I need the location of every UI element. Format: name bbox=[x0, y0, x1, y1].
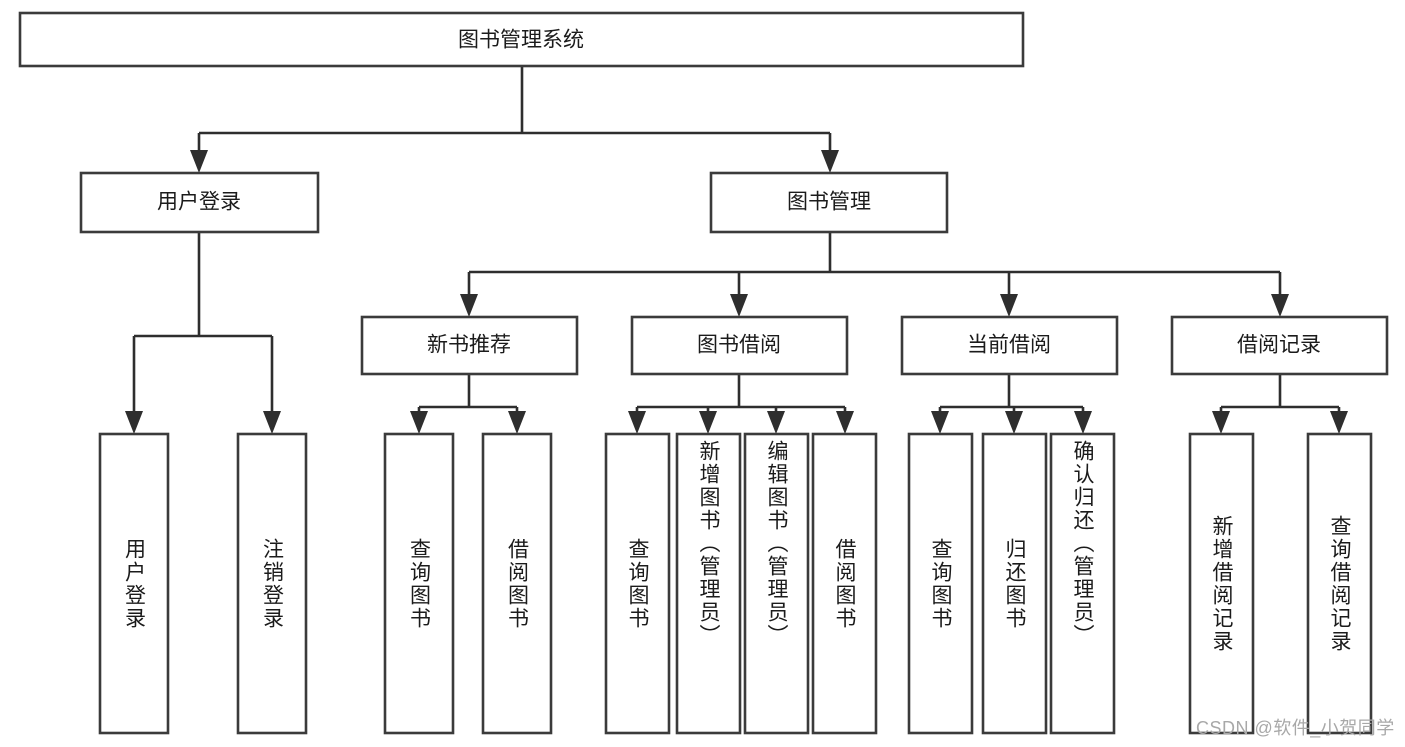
node-label-new-book-recommend: 新书推荐 bbox=[427, 334, 511, 357]
node-box-leaf-confirm-return[interactable] bbox=[1049, 432, 1116, 735]
node-box-root[interactable] bbox=[18, 11, 1025, 68]
node-label-leaf-query-book-borrow: 查询图书 bbox=[626, 537, 649, 630]
arrow-head-current-borrow bbox=[1000, 294, 1018, 317]
node-label-leaf-return-book: 归还图书 bbox=[1003, 537, 1026, 630]
vlabel-wrap-leaf-add-book: 新增图书（管理员） bbox=[677, 440, 740, 727]
arrow-head-leaf-query-book-borrow bbox=[628, 411, 646, 434]
node-label-leaf-add-record: 新增借阅记录 bbox=[1210, 514, 1233, 653]
arrow-head-leaf-add-book bbox=[699, 411, 717, 434]
arrow-head-leaf-query-book-new bbox=[410, 411, 428, 434]
node-label-borrow-record: 借阅记录 bbox=[1237, 334, 1321, 357]
node-box-borrow-record[interactable] bbox=[1170, 315, 1389, 376]
node-label-book-management: 图书管理 bbox=[787, 191, 871, 214]
node-label-leaf-query-record: 查询借阅记录 bbox=[1328, 514, 1351, 653]
node-box-book-borrow[interactable] bbox=[630, 315, 849, 376]
node-box-leaf-add-book[interactable] bbox=[675, 432, 742, 735]
node-box-leaf-logout[interactable] bbox=[236, 432, 308, 735]
node-box-leaf-query-record[interactable] bbox=[1306, 432, 1373, 735]
vlabel-wrap-leaf-query-record: 查询借阅记录 bbox=[1308, 434, 1371, 733]
node-box-book-management[interactable] bbox=[709, 171, 949, 234]
node-box-leaf-borrow-book-new[interactable] bbox=[481, 432, 553, 735]
connector-group-new-book-recommend bbox=[410, 374, 526, 434]
connector-group-user-login bbox=[125, 232, 281, 434]
node-box-new-book-recommend[interactable] bbox=[360, 315, 579, 376]
vlabel-wrap-leaf-add-record: 新增借阅记录 bbox=[1190, 434, 1253, 733]
vlabel-wrap-leaf-borrow-book-new: 借阅图书 bbox=[483, 434, 551, 733]
node-box-leaf-query-book-borrow[interactable] bbox=[604, 432, 671, 735]
arrow-head-leaf-borrow-book-new bbox=[508, 411, 526, 434]
vlabel-wrap-leaf-logout: 注销登录 bbox=[238, 434, 306, 733]
vlabel-wrap-leaf-edit-book: 编辑图书（管理员） bbox=[745, 440, 808, 727]
node-label-root: 图书管理系统 bbox=[458, 29, 584, 52]
node-label-leaf-confirm-return: 确认归还（管理员） bbox=[1071, 440, 1094, 647]
node-box-leaf-edit-book[interactable] bbox=[743, 432, 810, 735]
arrow-head-book-borrow bbox=[730, 294, 748, 317]
node-label-leaf-query-book-new: 查询图书 bbox=[407, 537, 431, 630]
node-box-leaf-query-book-new[interactable] bbox=[383, 432, 455, 735]
vlabel-wrap-leaf-return-book: 归还图书 bbox=[983, 434, 1046, 733]
vlabel-wrap-leaf-query-book-cur: 查询图书 bbox=[909, 434, 972, 733]
arrow-head-leaf-confirm-return bbox=[1074, 411, 1092, 434]
connector-group-book-borrow bbox=[628, 374, 854, 434]
node-box-leaf-return-book[interactable] bbox=[981, 432, 1048, 735]
arrow-head-leaf-logout bbox=[263, 411, 281, 434]
node-label-leaf-add-book: 新增图书（管理员） bbox=[697, 440, 720, 647]
node-label-leaf-user-login: 用户登录 bbox=[122, 537, 146, 630]
node-box-leaf-query-book-cur[interactable] bbox=[907, 432, 974, 735]
arrow-head-leaf-query-book-cur bbox=[931, 411, 949, 434]
node-label-leaf-logout: 注销登录 bbox=[260, 537, 284, 630]
vlabel-wrap-leaf-borrow-book: 借阅图书 bbox=[813, 434, 876, 733]
node-label-leaf-borrow-book-new: 借阅图书 bbox=[505, 537, 529, 630]
arrow-head-user-login bbox=[190, 150, 208, 173]
connector-group-root bbox=[190, 66, 839, 173]
node-box-leaf-borrow-book[interactable] bbox=[811, 432, 878, 735]
node-box-leaf-user-login[interactable] bbox=[98, 432, 170, 735]
node-label-book-borrow: 图书借阅 bbox=[697, 334, 781, 357]
watermark-text: CSDN @软件_小贺同学 bbox=[1196, 718, 1395, 738]
arrow-head-leaf-add-record bbox=[1212, 411, 1230, 434]
connector-group-borrow-record bbox=[1212, 374, 1348, 434]
node-box-current-borrow[interactable] bbox=[900, 315, 1119, 376]
vlabel-wrap-leaf-query-book-new: 查询图书 bbox=[385, 434, 453, 733]
node-box-leaf-add-record[interactable] bbox=[1188, 432, 1255, 735]
arrow-head-leaf-return-book bbox=[1005, 411, 1023, 434]
node-label-leaf-edit-book: 编辑图书（管理员） bbox=[765, 440, 788, 647]
node-label-current-borrow: 当前借阅 bbox=[967, 334, 1051, 357]
node-label-leaf-query-book-cur: 查询图书 bbox=[929, 537, 952, 630]
node-box-user-login[interactable] bbox=[79, 171, 320, 234]
node-label-leaf-borrow-book: 借阅图书 bbox=[833, 537, 856, 630]
arrow-head-leaf-user-login bbox=[125, 411, 143, 434]
vlabel-wrap-leaf-confirm-return: 确认归还（管理员） bbox=[1051, 440, 1114, 727]
vlabel-wrap-leaf-query-book-borrow: 查询图书 bbox=[606, 434, 669, 733]
connector-group-book-management bbox=[460, 232, 1289, 317]
arrow-head-book-management bbox=[821, 150, 839, 173]
arrow-head-leaf-query-record bbox=[1330, 411, 1348, 434]
arrow-head-leaf-edit-book bbox=[767, 411, 785, 434]
arrow-head-new-book-recommend bbox=[460, 294, 478, 317]
vlabel-wrap-leaf-user-login: 用户登录 bbox=[100, 434, 168, 733]
connector-group-current-borrow bbox=[931, 374, 1092, 434]
arrow-head-borrow-record bbox=[1271, 294, 1289, 317]
arrow-head-leaf-borrow-book bbox=[836, 411, 854, 434]
node-label-user-login: 用户登录 bbox=[157, 191, 241, 214]
